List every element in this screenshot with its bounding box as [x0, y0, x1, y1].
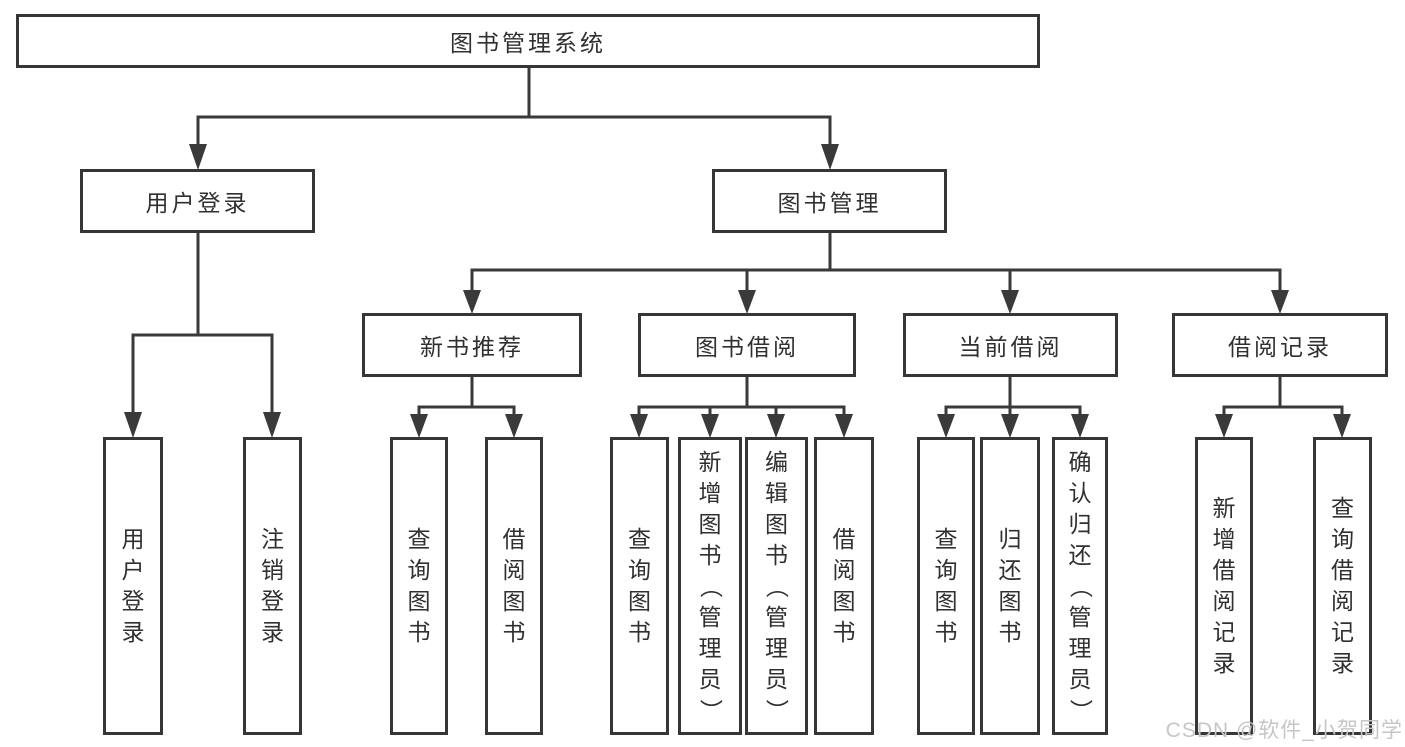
leaf-query-borrow-record: 查询借阅记录 [1313, 437, 1372, 735]
leaf-return-books: 归还图书 [980, 437, 1040, 735]
leaf-query-books-current: 查询图书 [917, 437, 975, 735]
leaf-logout: 注销登录 [243, 437, 302, 735]
leaf-query-books-recommend: 查询图书 [390, 437, 448, 735]
leaf-confirm-return-admin: 确认归还（管理员） [1052, 437, 1108, 735]
leaf-borrow-books-recommend: 借阅图书 [485, 437, 543, 735]
node-book-borrowing: 图书借阅 [638, 313, 856, 377]
leaf-add-borrow-record: 新增借阅记录 [1195, 437, 1253, 735]
node-borrowing-records: 借阅记录 [1172, 313, 1388, 377]
csdn-watermark: CSDN @软件_小贺同学 [1165, 719, 1403, 742]
node-current-borrowing: 当前借阅 [903, 313, 1118, 377]
leaf-user-login: 用户登录 [103, 437, 163, 735]
leaf-borrow-books: 借阅图书 [814, 437, 874, 735]
node-library-management-system: 图书管理系统 [16, 14, 1040, 68]
node-user-login: 用户登录 [80, 169, 315, 233]
node-book-management: 图书管理 [712, 169, 947, 233]
node-new-book-recommend: 新书推荐 [362, 313, 582, 377]
leaf-edit-books-admin: 编辑图书（管理员） [745, 437, 808, 735]
leaf-add-books-admin: 新增图书（管理员） [678, 437, 742, 735]
leaf-query-books-borrow: 查询图书 [610, 437, 669, 735]
